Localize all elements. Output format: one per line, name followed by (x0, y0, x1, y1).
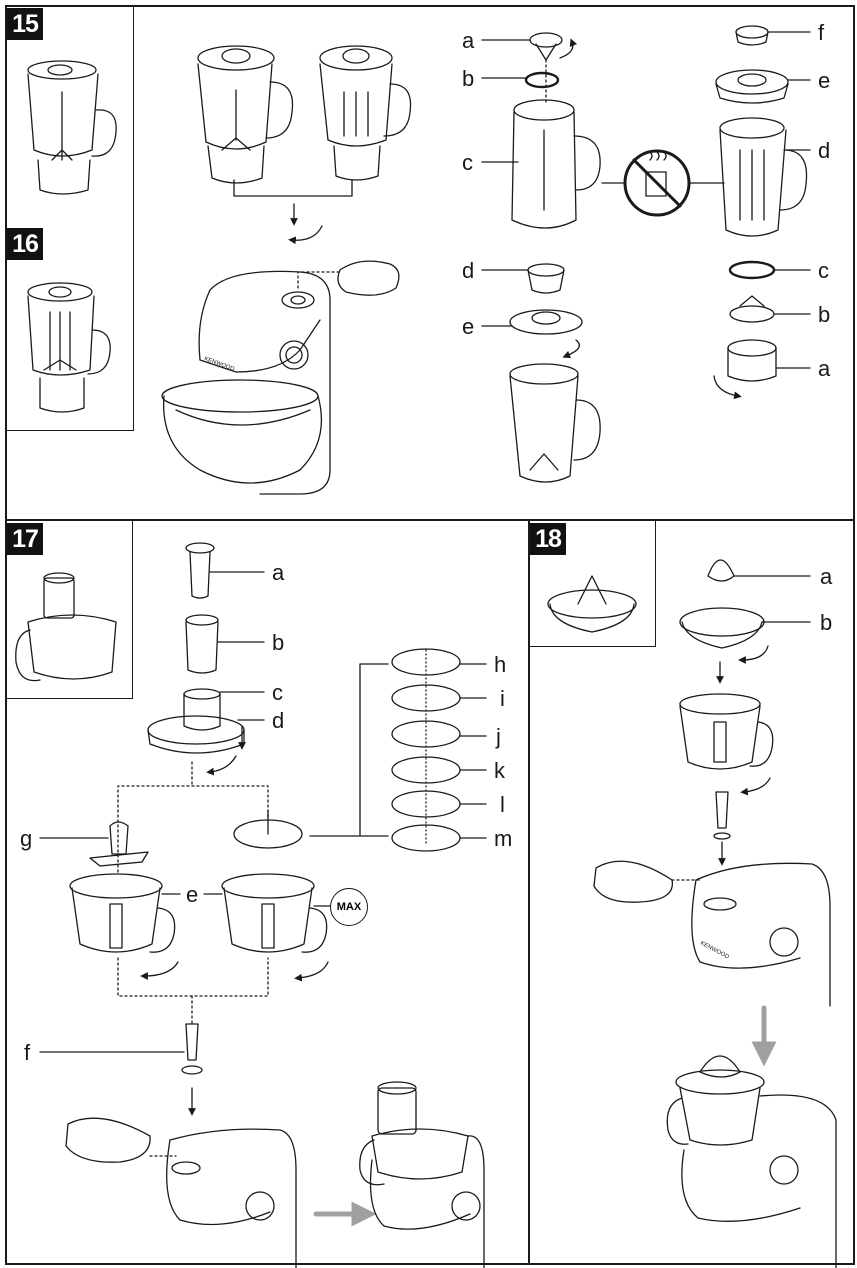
max-fill-icon: MAX (330, 888, 368, 926)
label-i-17: i (500, 686, 505, 711)
drive-shaft-f (39, 1023, 203, 1116)
step-18-badge: 18 (530, 523, 566, 555)
label-b-left: b (462, 66, 475, 91)
label-g-17: g (20, 826, 33, 851)
mixer-base-left (65, 1117, 297, 1268)
mixer-base-18: KENWOOD (593, 860, 831, 1007)
label-e-17: e (186, 882, 199, 907)
rotate-arrow-icon (288, 225, 323, 245)
blade-assembly-a (529, 32, 578, 61)
label-c-left: c (462, 150, 473, 175)
lid-cap-d (527, 263, 565, 294)
label-j-17: j (496, 724, 501, 749)
outlet-cover (337, 260, 400, 296)
disc-bracket (309, 663, 389, 837)
label-d-left: d (462, 258, 475, 283)
bowl-right-e (221, 873, 329, 982)
label-k-17: k (494, 758, 505, 783)
panel-18 (528, 519, 855, 1265)
label-a-right: a (818, 356, 831, 381)
seal-ring-b (524, 71, 560, 89)
base-ring-a (713, 339, 811, 400)
cap-f (735, 25, 811, 46)
label-c-right: c (818, 258, 829, 283)
lid-e (509, 309, 583, 359)
glass-jug-assembled (509, 363, 601, 483)
food-processor-inset (15, 572, 117, 682)
brand-label: KENWOOD (203, 356, 235, 373)
label-h-17: h (494, 652, 507, 677)
seal-ring-c (728, 260, 776, 280)
blender-inset-15 (27, 60, 117, 195)
label-a-17: a (272, 560, 285, 585)
label-d-17: d (272, 708, 285, 733)
label-e-left: e (462, 314, 475, 339)
inset-18 (528, 519, 656, 647)
thermo-jug-c (511, 99, 601, 229)
label-f-17: f (24, 1040, 31, 1065)
juicer-bowl (679, 693, 774, 796)
label-m-17: m (494, 826, 513, 851)
step-16-badge: 16 (7, 228, 43, 260)
knife-blade-g (39, 821, 149, 867)
juicer-sieve-b (679, 607, 811, 684)
step-15-badge: 15 (7, 8, 43, 40)
label-b-right: b (818, 302, 831, 327)
stand-mixer: KENWOOD (161, 270, 331, 495)
glass-jug-d (719, 117, 811, 237)
mixer-with-juicer (666, 1055, 837, 1268)
label-b-17: b (272, 630, 285, 655)
juicer-inset (547, 575, 637, 633)
bowl-left-e (69, 873, 179, 980)
blender-inset-16 (27, 282, 111, 413)
drive-shaft-18 (713, 791, 731, 866)
step-17-badge: 17 (7, 523, 43, 555)
inset-17 (5, 519, 133, 699)
blender-thermo-jug (319, 45, 412, 181)
label-b-18: b (820, 610, 833, 635)
label-e-right: e (818, 68, 831, 93)
blade-b-right (729, 295, 811, 323)
no-hot-liquid-icon (601, 149, 725, 217)
lid-e-right (715, 69, 811, 104)
label-a-left: a (462, 28, 475, 53)
label-a-18: a (820, 564, 833, 589)
label-d-right: d (818, 138, 831, 163)
label-f-right: f (818, 20, 825, 45)
inset-15-16 (5, 5, 134, 431)
mixer-with-processor (359, 1081, 485, 1268)
svg-text:KENWOOD: KENWOOD (699, 940, 730, 960)
juicer-cone-a (707, 559, 811, 582)
disc-stack (391, 648, 487, 852)
label-l-17: l (500, 792, 505, 817)
pusher-a (185, 542, 265, 599)
label-c-17: c (272, 680, 283, 705)
blender-glass-jug (197, 45, 294, 184)
bracket-line (233, 179, 353, 197)
lid-feed-tube (147, 688, 265, 776)
pusher-b (185, 614, 265, 674)
